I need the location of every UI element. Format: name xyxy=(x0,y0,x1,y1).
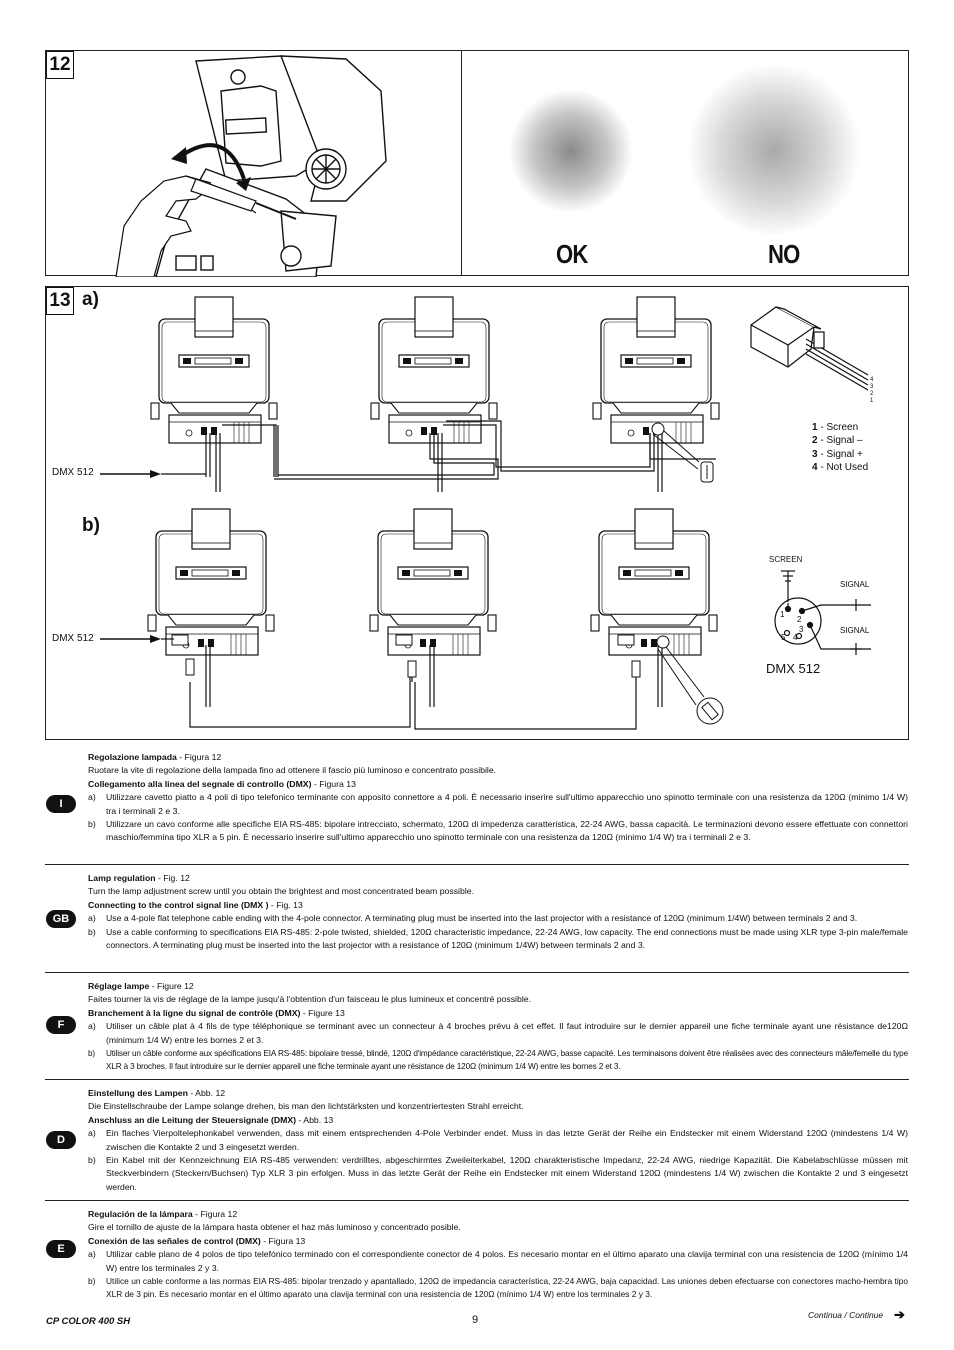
lang-badge-i: I xyxy=(46,795,76,813)
legend-item: 2 - Signal – xyxy=(812,435,863,447)
lang-block-spanish: Regulación de la lámpara - Figura 12 Gir… xyxy=(88,1208,908,1302)
figure-12-number: 12 xyxy=(46,51,74,79)
terminator-plug-a xyxy=(651,422,714,483)
lang-badge-f: F xyxy=(46,1016,76,1034)
legend-item: 4 - Not Used xyxy=(812,462,869,474)
list-item: b)Utiliser un câble conforme aux spécifi… xyxy=(88,1049,908,1072)
xlr-plugs-b xyxy=(171,634,641,678)
lang-block-german: Einstellung des Lampen - Abb. 12 Die Ein… xyxy=(88,1087,908,1194)
figure-12-panel: 12 xyxy=(45,50,909,277)
paragraph: Ruotare la vite di regolazione della lam… xyxy=(88,765,497,776)
cables-a xyxy=(205,420,716,492)
lang-block-french: Réglage lampe - Figure 12 Faites tourner… xyxy=(88,980,908,1074)
projector-a3 xyxy=(592,296,720,444)
projector-drawing xyxy=(155,55,387,277)
figure-13-panel: 13 a) b) xyxy=(45,286,909,740)
section-heading: Réglage lampe - Figure 12 xyxy=(88,981,194,991)
paragraph: Turn the lamp adjustment screw until you… xyxy=(88,886,474,897)
xlr-screen-label: SCREEN xyxy=(769,555,803,564)
legend-item: 1 - Screen xyxy=(812,422,859,433)
xlr-pin-4: 4 xyxy=(793,633,798,642)
beam-ok xyxy=(509,89,633,213)
section-heading: Connecting to the control signal line (D… xyxy=(88,899,303,910)
xlr-pin-3: 3 xyxy=(799,625,804,634)
list-item: b)Ein Kabel mit der Kennzeichnung EIA RS… xyxy=(88,1155,908,1192)
legend-item: 3 - Signal + xyxy=(812,448,863,460)
section-heading: Einstellung des Lampen - Abb. 12 xyxy=(88,1088,226,1098)
paragraph: Gire el tornillo de ajuste de la lámpara… xyxy=(88,1222,461,1233)
separator xyxy=(45,972,909,973)
dmx-wiring-diagram xyxy=(100,296,871,730)
figure-13-label-b: b) xyxy=(82,515,100,536)
xlr-pin-5: 5 xyxy=(781,633,786,642)
xlr-signal-plus-label: SIGNAL xyxy=(840,626,870,635)
section-heading: Conexión de las señales de control (DMX)… xyxy=(88,1235,306,1246)
list-item: a)Utilizzare cavetto piatto a 4 poli di … xyxy=(88,792,908,816)
section-heading: Regulación de la lámpara - Figura 12 xyxy=(88,1209,238,1219)
figure-12-illustration xyxy=(115,55,861,277)
list-item: a)Ein flaches Vierpoltelephonkabel verwe… xyxy=(88,1128,908,1152)
footer-model-name: CP COLOR 400 SH xyxy=(46,1316,131,1327)
separator xyxy=(45,864,909,865)
figure-12-divider xyxy=(461,51,462,275)
beam-no xyxy=(687,60,861,234)
continue-label: Continua / Continue xyxy=(808,1310,884,1320)
cables-b xyxy=(189,645,663,730)
section-heading: Lamp regulation - Fig. 12 xyxy=(88,873,190,883)
figure-13-label-a: a) xyxy=(82,289,99,310)
figure-13-number: 13 xyxy=(46,287,74,315)
projector-b2 xyxy=(369,508,497,656)
section-heading: Collegamento alla linea del segnale di c… xyxy=(88,778,356,789)
pin-number-1: 1 xyxy=(870,398,874,404)
list-item: a)Utilizar cable plano de 4 polos de tip… xyxy=(88,1249,908,1273)
list-item: a)Utiliser un câble plat à 4 fils de typ… xyxy=(88,1021,908,1045)
list-item: a)Use a 4-pole flat telephone cable endi… xyxy=(88,913,858,924)
dmx-input-label-a: DMX 512 xyxy=(52,467,94,478)
rotation-arrow xyxy=(179,143,246,180)
page-number: 9 xyxy=(472,1314,479,1326)
section-heading: Regolazione lampada - Figura 12 xyxy=(88,752,222,762)
list-item: b)Utilice un cable conforme a las normas… xyxy=(88,1276,908,1300)
lang-badge-gb: GB xyxy=(46,910,76,928)
pin-number-2: 2 xyxy=(870,391,874,397)
arrow-right-icon: ➔ xyxy=(894,1307,905,1322)
xlr-caption: DMX 512 xyxy=(766,661,821,676)
lang-badge-d: D xyxy=(46,1131,76,1149)
telephone-connector xyxy=(750,306,869,391)
terminator-plug-b xyxy=(656,635,724,725)
section-heading: Anschluss an die Leitung der Steuersigna… xyxy=(88,1114,334,1125)
projector-b3 xyxy=(590,508,718,656)
lang-block-italian: Regolazione lampada - Figura 12 Ruotare … xyxy=(88,751,908,845)
list-item: b)Utilizzare un cavo conforme alle speci… xyxy=(88,819,908,843)
separator xyxy=(45,1200,909,1201)
xlr-connector-face xyxy=(774,570,871,655)
paragraph: Faites tourner la vis de réglage de la l… xyxy=(88,994,531,1005)
ok-label: OK xyxy=(556,239,588,269)
list-item: b)Use a cable conforming to specificatio… xyxy=(88,926,908,951)
xlr-signal-minus-label: SIGNAL xyxy=(840,580,870,589)
pin-legend: 1 - Screen 2 - Signal – 3 - Signal + 4 -… xyxy=(812,421,868,475)
no-label: NO xyxy=(768,239,800,269)
paragraph: Die Einstellschraube der Lampe solange d… xyxy=(88,1101,524,1112)
xlr-pin-2: 2 xyxy=(797,615,802,624)
screwdriver-drawing xyxy=(190,178,297,220)
pin-number-3: 3 xyxy=(870,384,874,390)
xlr-pin-1: 1 xyxy=(780,610,785,619)
projector-a1 xyxy=(150,296,278,444)
separator xyxy=(45,1079,909,1080)
lang-block-english: Lamp regulation - Fig. 12 Turn the lamp … xyxy=(88,872,908,952)
section-heading: Branchement à la ligne du signal de cont… xyxy=(88,1007,345,1018)
lang-badge-e: E xyxy=(46,1240,76,1258)
pin-number-4: 4 xyxy=(870,377,874,383)
dmx-input-label-b: DMX 512 xyxy=(52,633,94,644)
projector-b1 xyxy=(147,508,275,656)
